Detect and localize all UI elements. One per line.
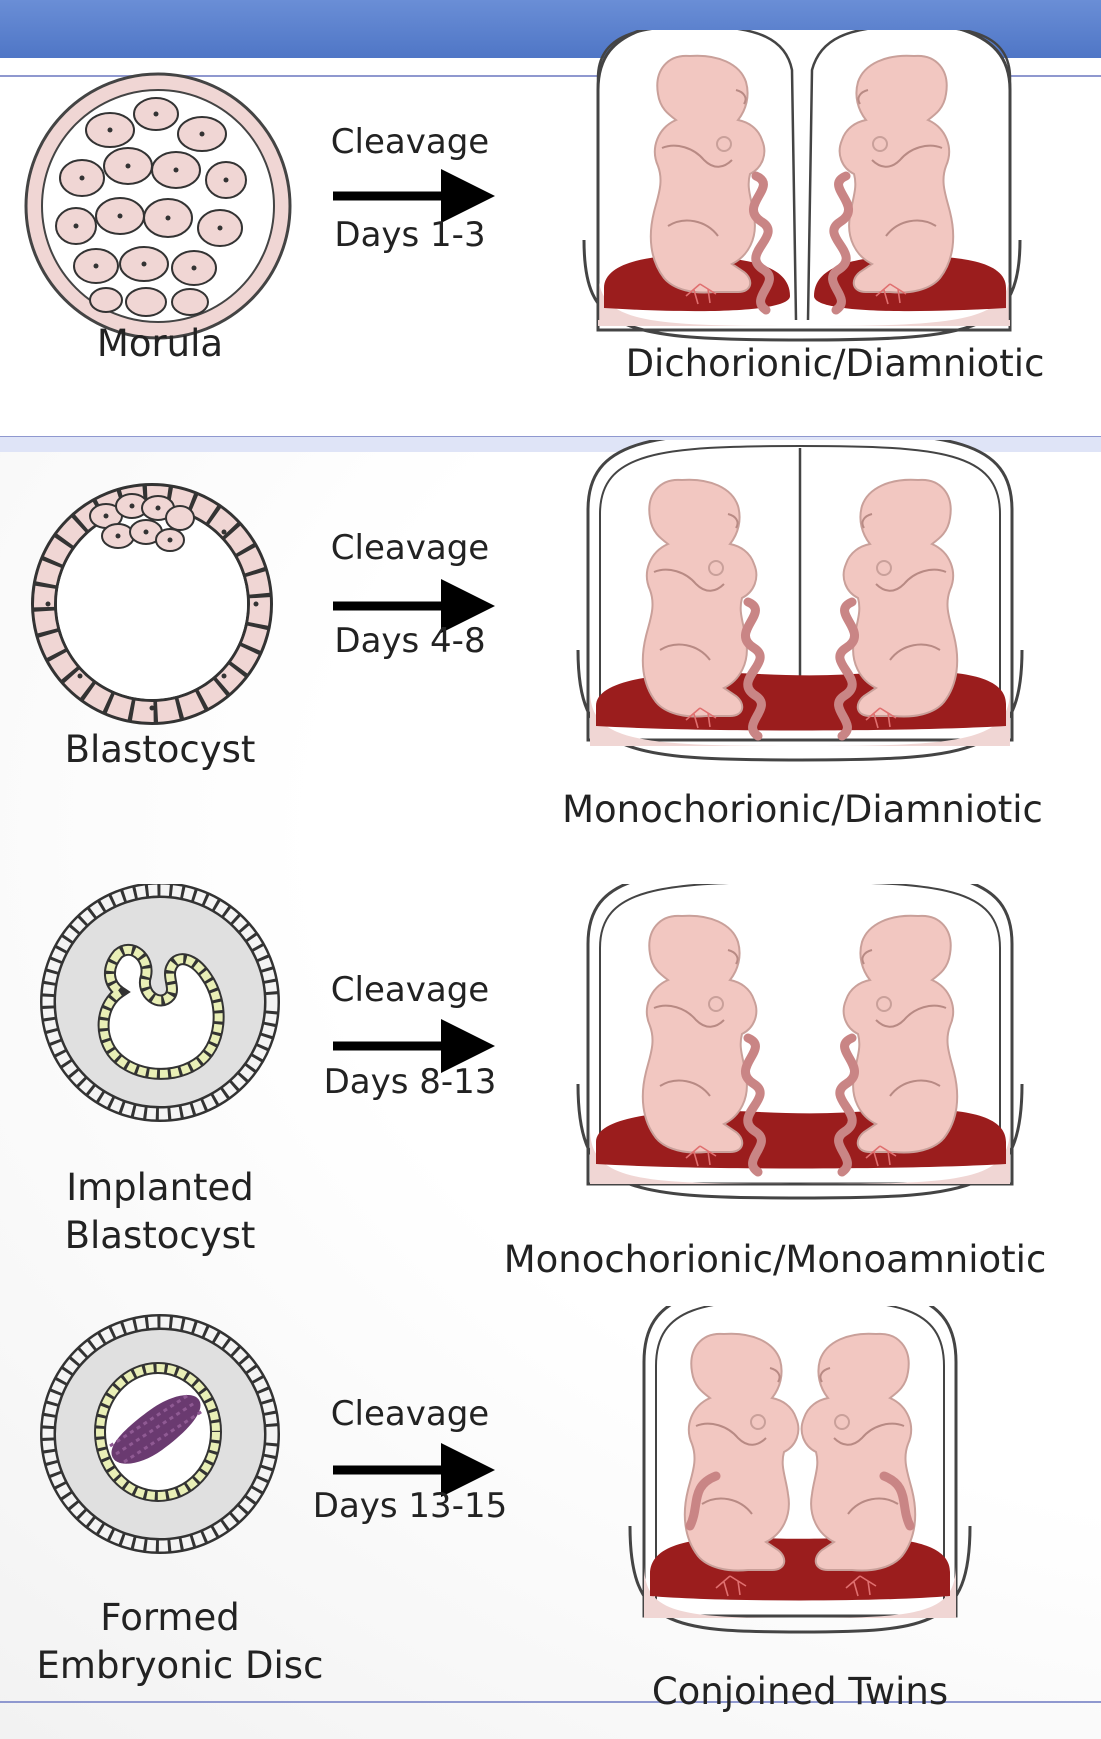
days-label: Days 1-3 [334,215,486,255]
stage-label: Blastocyst [64,728,256,771]
twins-illustration [576,884,1024,1200]
stage-label-line1: Implanted [66,1166,254,1209]
days-label: Days 4-8 [334,621,486,661]
morula-illustration [24,72,292,340]
row-monochorionic-monoamniotic: Cleavage Days 8-13 Implanted Blastocyst … [0,884,1101,1314]
stage-label-line1: Formed [100,1596,240,1639]
days-label: Days 13-15 [312,1486,508,1526]
cleavage-label: Cleavage [330,1394,490,1434]
blastocyst-illustration [31,483,273,725]
cleavage-label: Cleavage [330,970,490,1010]
days-label: Days 8-13 [323,1062,497,1102]
embryonic-disc-illustration [40,1314,280,1554]
row-conjoined: Cleavage Days 13-15 Formed Embryonic Dis… [0,1306,1101,1736]
conjoined-twins-illustration [628,1306,972,1634]
result-label: Monochorionic/Diamniotic [562,788,1043,831]
divider-line [0,436,1101,437]
row-dichorionic: Cleavage Days 1-3 Morula Dichorionic/Dia… [0,30,1101,460]
result-label: Dichorionic/Diamniotic [625,342,1045,385]
stage-label: Morula [96,322,224,365]
row-illustration [40,1306,972,1634]
row-illustration [40,884,1024,1200]
twins-illustration [582,30,1022,342]
bottom-divider-line [0,1701,1101,1703]
result-label: Monochorionic/Monoamniotic [503,1238,1047,1281]
implanted-blastocyst-illustration [40,884,280,1122]
row-illustration [31,440,1024,762]
divider-line [0,75,1101,77]
stage-label-line2: Blastocyst [64,1214,256,1257]
row-monochorionic-diamniotic: Cleavage Days 4-8 Blastocyst Monochorion… [0,440,1101,870]
cleavage-label: Cleavage [330,528,490,568]
row-illustration [24,30,1022,342]
result-label: Conjoined Twins [651,1670,949,1713]
twins-illustration [576,440,1024,762]
cleavage-label: Cleavage [330,122,490,162]
stage-label-line2: Embryonic Disc [36,1644,324,1687]
